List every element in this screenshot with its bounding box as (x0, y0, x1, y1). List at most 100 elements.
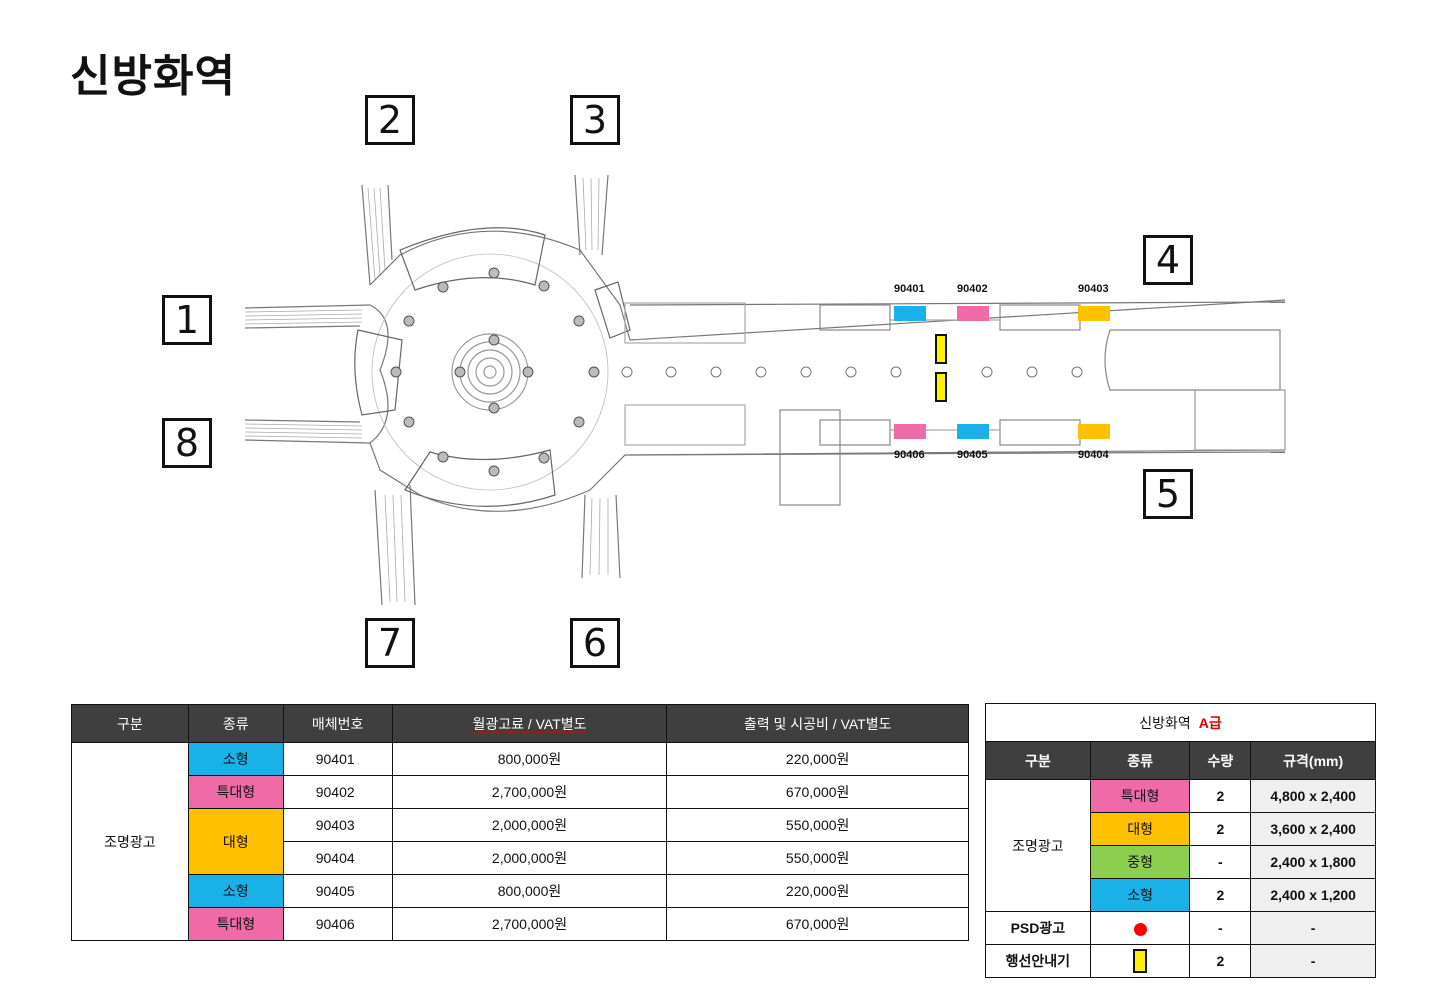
type-cell: 대형 (187, 808, 284, 875)
summary-title-row: 신방화역 A급 (985, 703, 1376, 742)
qty-cell: 2 (1189, 779, 1252, 813)
type-cell: 소형 (187, 874, 284, 908)
table-row: 특대형 90402 2,700,000원 670,000원 (72, 775, 969, 809)
code-cell: 90401 (282, 742, 393, 776)
install-cell: 670,000원 (666, 907, 969, 941)
code-cell: 90405 (282, 874, 393, 908)
table-header-row: 구분 종류 수량 규격(mm) (985, 741, 1376, 780)
size-cell: 2,400 x 1,800 (1250, 845, 1376, 879)
grade-badge: A급 (1198, 714, 1222, 731)
table-row: PSD광고 - - (985, 911, 1376, 945)
column-header: 수량 (1189, 741, 1252, 780)
exit-7-marker: 7 (365, 618, 415, 668)
type-cell: 소형 (1089, 878, 1191, 912)
qty-cell: 2 (1189, 878, 1252, 912)
size-cell: - (1250, 911, 1376, 945)
size-cell: 2,400 x 1,200 (1250, 878, 1376, 912)
qty-cell: - (1189, 845, 1252, 879)
station-name: 신방화역 (1139, 714, 1191, 731)
exit-8-marker: 8 (162, 418, 212, 468)
table-row: 90404 2,000,000원 550,000원 (72, 841, 969, 875)
type-cell: 특대형 (1089, 779, 1191, 813)
type-cell: 소형 (187, 742, 284, 776)
guide-display-icon (1133, 949, 1148, 973)
table-row: 행선안내기 2 - (985, 944, 1376, 978)
ad-location-90406 (894, 424, 926, 439)
code-cell: 90403 (282, 808, 393, 842)
type-cell: 대형 (1089, 812, 1191, 846)
psd-label-cell: PSD광고 (985, 911, 1091, 945)
fee-cell: 800,000원 (391, 874, 668, 908)
floor-plan-drawing (244, 174, 1286, 606)
fee-cell: 2,000,000원 (391, 808, 668, 842)
table-row: 중형 - 2,400 x 1,800 (986, 845, 1376, 879)
fee-cell: 2,700,000원 (391, 907, 668, 941)
column-header: 규격(mm) (1250, 741, 1376, 780)
column-header: 구분 (71, 704, 189, 743)
install-cell: 550,000원 (666, 808, 969, 842)
size-cell: 3,600 x 2,400 (1250, 812, 1376, 846)
table-header-row: 구분 종류 매체번호 월광고료 / VAT별도 출력 및 시공비 / VAT별도 (71, 704, 969, 743)
ad-location-90403 (1078, 306, 1110, 321)
psd-symbol-cell (1089, 911, 1191, 945)
guide-display-marker (935, 334, 947, 364)
column-header: 구분 (985, 741, 1091, 780)
guide-display-marker (935, 372, 947, 402)
qty-cell: - (1189, 911, 1252, 945)
ad-code-label: 90401 (894, 283, 925, 295)
install-cell: 220,000원 (666, 742, 969, 776)
column-header: 월광고료 / VAT별도 (391, 704, 668, 743)
category-cell: 조명광고 (985, 779, 1091, 912)
column-header: 매체번호 (282, 704, 393, 743)
fee-cell: 800,000원 (391, 742, 668, 776)
table-row: 대형 90403 2,000,000원 550,000원 (72, 808, 969, 875)
qty-cell: 2 (1189, 944, 1252, 978)
fee-cell: 2,700,000원 (391, 775, 668, 809)
ad-location-90405 (957, 424, 989, 439)
ad-location-90404 (1078, 424, 1110, 439)
exit-3-marker: 3 (570, 95, 620, 145)
exit-5-marker: 5 (1143, 469, 1193, 519)
exit-6-marker: 6 (570, 618, 620, 668)
summary-title: 신방화역 A급 (985, 703, 1376, 742)
table-row: 소형 90405 800,000원 220,000원 (72, 874, 969, 908)
size-cell: 4,800 x 2,400 (1250, 779, 1376, 813)
column-header: 종류 (187, 704, 284, 743)
red-dot-icon (1133, 922, 1147, 936)
install-cell: 550,000원 (666, 841, 969, 875)
page-title: 신방화역 (70, 51, 236, 102)
guide-label-cell: 행선안내기 (985, 944, 1091, 978)
guide-symbol-cell (1089, 944, 1191, 978)
ad-code-label: 90403 (1078, 283, 1109, 295)
code-cell: 90402 (282, 775, 393, 809)
code-cell: 90404 (282, 841, 393, 875)
ad-location-90401 (894, 306, 926, 321)
ad-code-label: 90405 (957, 449, 988, 461)
install-cell: 220,000원 (666, 874, 969, 908)
table-row: 특대형 90406 2,700,000원 670,000원 (72, 907, 969, 941)
ad-price-table: 구분 종류 매체번호 월광고료 / VAT별도 출력 및 시공비 / VAT별도… (71, 704, 969, 941)
exit-4-marker: 4 (1143, 235, 1193, 285)
table-row: 조명광고 소형 90401 800,000원 220,000원 (71, 742, 969, 941)
exit-2-marker: 2 (365, 95, 415, 145)
type-cell: 특대형 (187, 775, 284, 809)
ad-location-90402 (957, 306, 989, 321)
ad-code-label: 90402 (957, 283, 988, 295)
table-row: 조명광고 특대형 2 4,800 x 2,400 (985, 779, 1376, 912)
category-cell: 조명광고 (71, 742, 189, 941)
size-cell: - (1250, 944, 1376, 978)
ad-code-label: 90404 (1078, 449, 1109, 461)
qty-cell: 2 (1189, 812, 1252, 846)
install-cell: 670,000원 (666, 775, 969, 809)
type-cell: 특대형 (187, 907, 284, 941)
fee-cell: 2,000,000원 (391, 841, 668, 875)
code-cell: 90406 (282, 907, 393, 941)
table-row: 소형 2 2,400 x 1,200 (986, 878, 1376, 912)
exit-1-marker: 1 (162, 295, 212, 345)
ad-code-label: 90406 (894, 449, 925, 461)
ad-summary-table: 신방화역 A급 구분 종류 수량 규격(mm) 조명광고 특대형 2 4,800 … (985, 703, 1376, 978)
station-floor-plan (130, 90, 1290, 694)
column-header-text: 월광고료 / VAT별도 (472, 715, 587, 732)
column-header: 종류 (1089, 741, 1191, 780)
type-cell: 중형 (1089, 845, 1191, 879)
